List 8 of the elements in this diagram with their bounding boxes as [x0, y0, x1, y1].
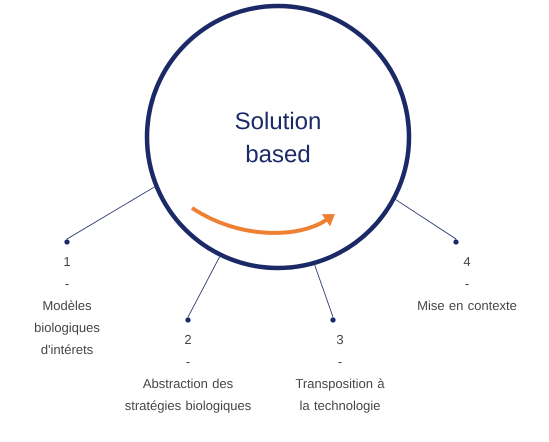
leader-line	[314, 264, 334, 318]
step-label: 4 - Mise en contexte	[418, 239, 516, 310]
step-label: 3 - Transposition à la technologie	[296, 317, 385, 413]
leader-line	[66, 186, 155, 240]
step-label: 1 - Modèles biologiques d'intérets	[34, 239, 100, 354]
leader-line	[395, 199, 456, 240]
step-label: 2 - Abstraction des stratégies biologiques	[125, 317, 251, 413]
leader-line	[188, 256, 220, 318]
